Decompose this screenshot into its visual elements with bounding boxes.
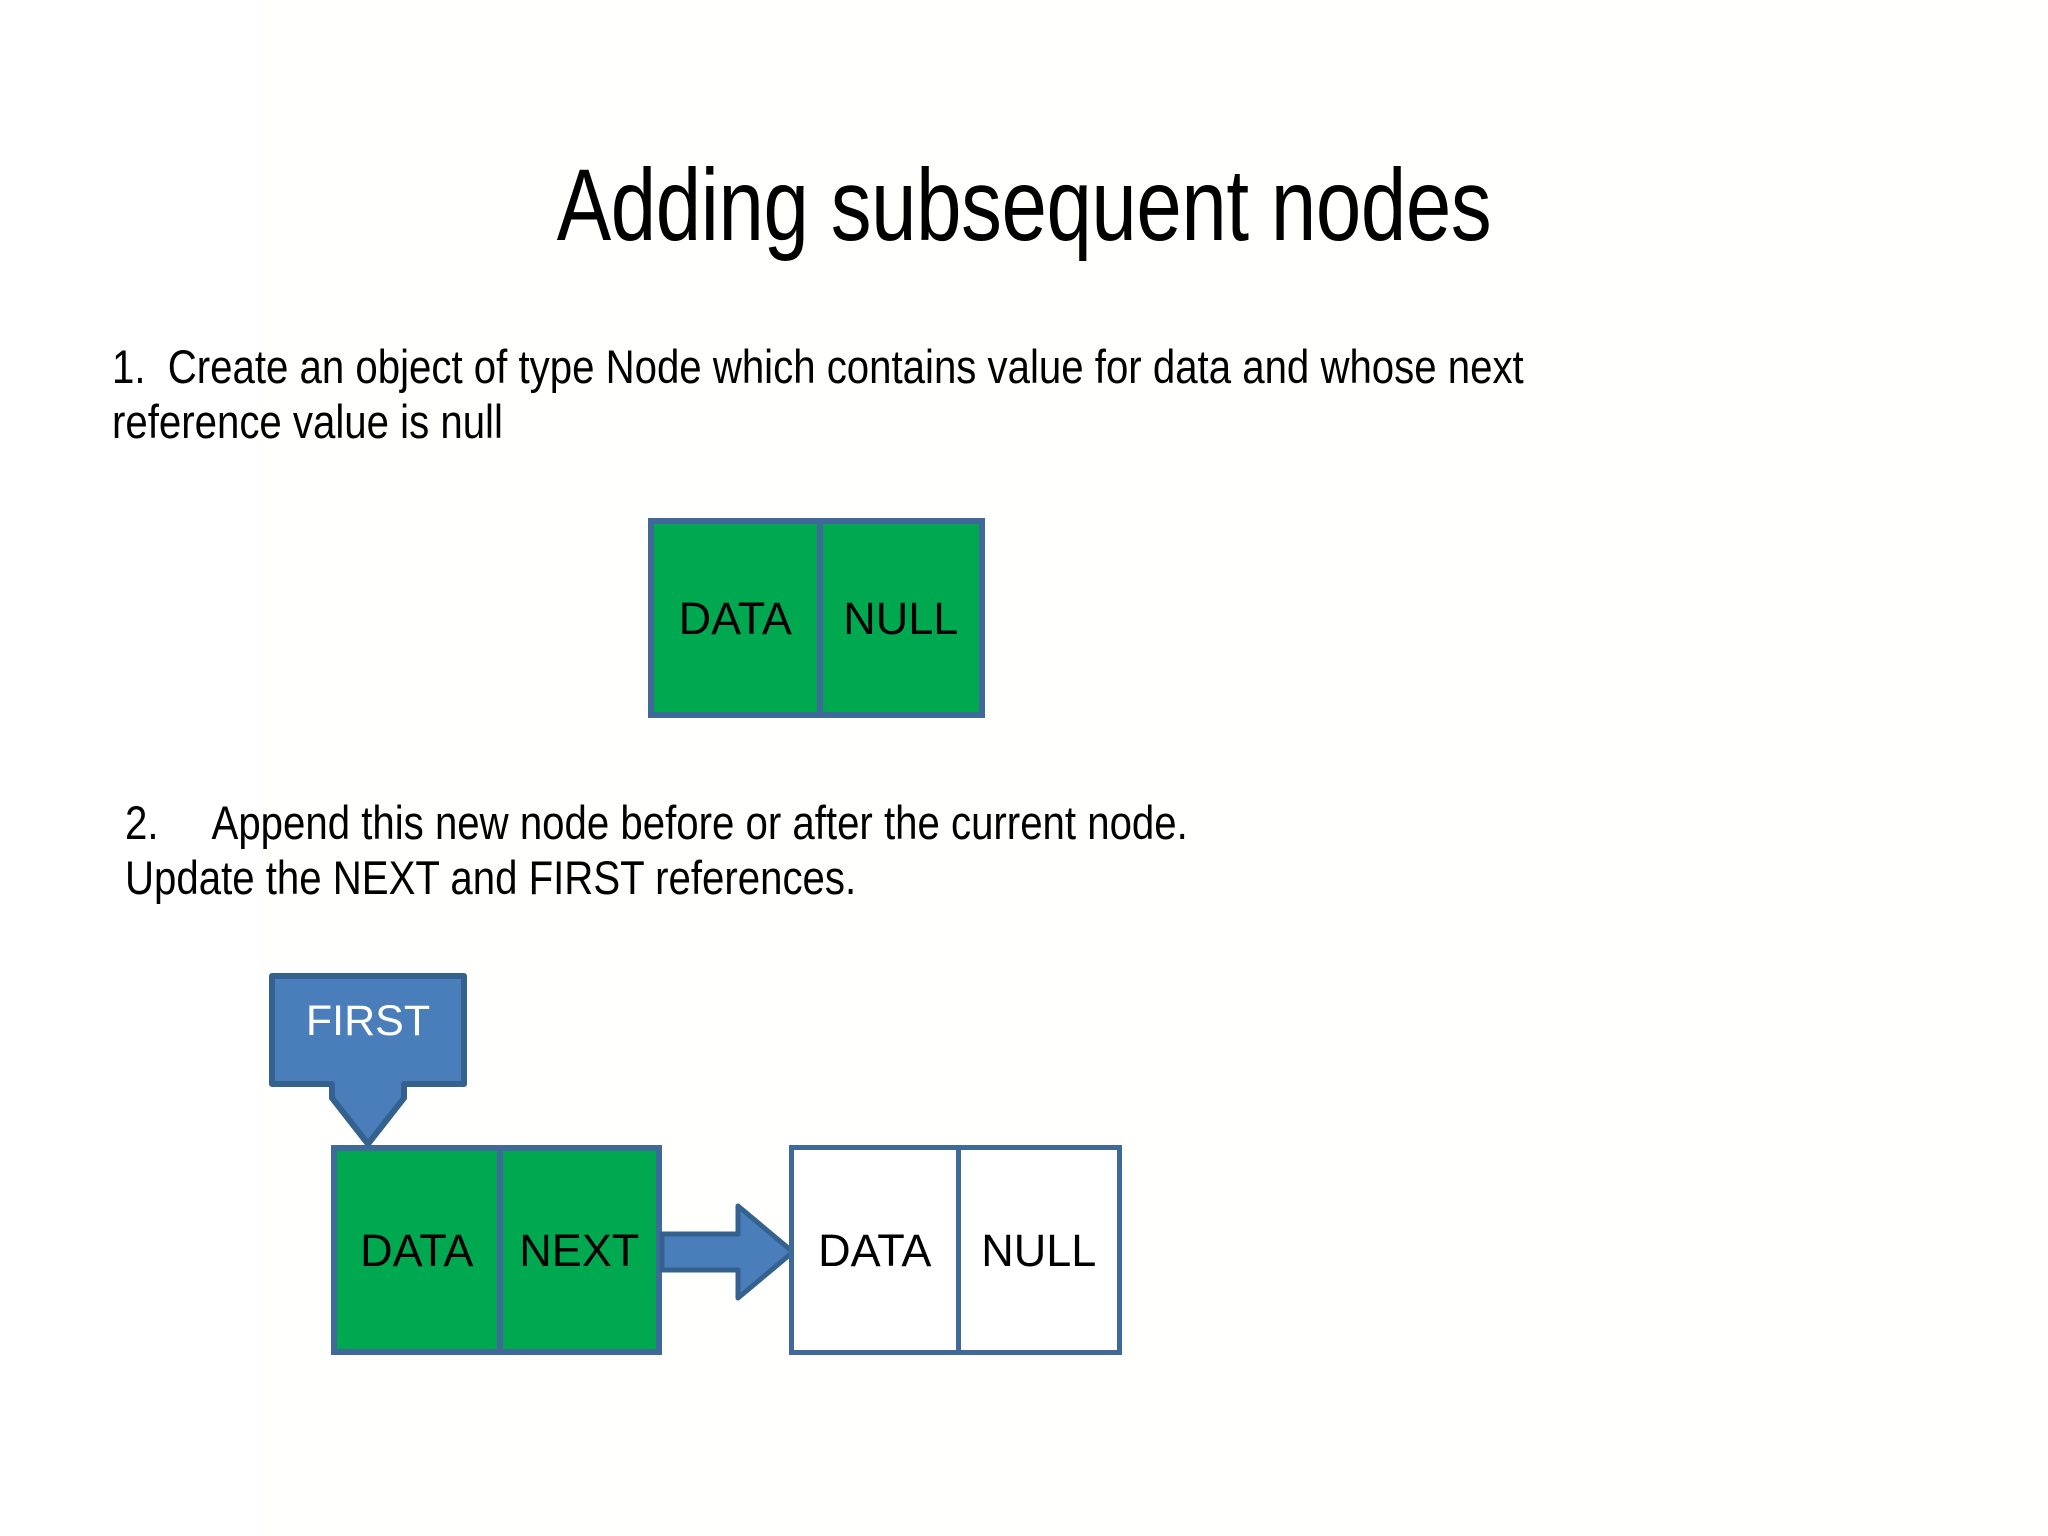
node-created-cell-null: NULL (816, 524, 979, 712)
node-current: DATA NEXT (331, 1145, 662, 1355)
node-created: DATA NULL (648, 518, 985, 718)
page-title: Adding subsequent nodes (556, 148, 1492, 262)
node-new: DATA NULL (789, 1145, 1122, 1355)
node-new-cell-null: NULL (955, 1150, 1117, 1350)
node-new-cell-data: DATA (794, 1150, 956, 1350)
step-1-number: 1. (112, 340, 146, 393)
node-current-cell-data: DATA (337, 1151, 497, 1349)
step-1-line-1-text: Create an object of type Node which cont… (167, 340, 1524, 393)
step-2-line-2: Update the NEXT and FIRST references. (125, 850, 857, 904)
step-2-line-1: 2. Append this new node before or after t… (125, 796, 1188, 851)
step-1-text-block: 1. Create an object of type Node which co… (112, 340, 1524, 449)
node-created-cell-data: DATA (654, 524, 817, 712)
step-2-line-1-text: Append this new node before or after the… (211, 796, 1188, 849)
step-2-text-block: 2. Append this new node before or after t… (125, 796, 1188, 905)
next-link-arrow (659, 1192, 796, 1312)
down-arrow-callout-icon (269, 973, 467, 1147)
step-1-line-2: reference value is null (112, 394, 503, 448)
node-current-cell-next: NEXT (496, 1151, 656, 1349)
step-2-number: 2. (125, 796, 159, 849)
right-block-arrow-icon (659, 1203, 796, 1301)
step-1-line-1: 1. Create an object of type Node which co… (112, 340, 1524, 395)
first-pointer-callout (268, 972, 468, 1152)
